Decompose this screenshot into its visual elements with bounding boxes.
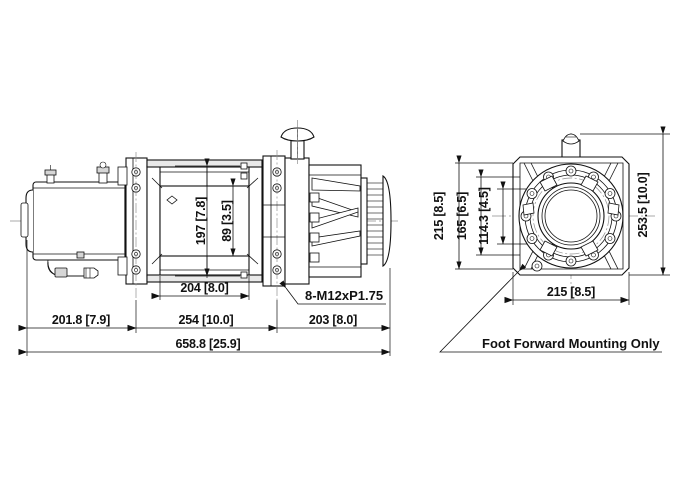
dim-flange-diameter: 197 [7.8] (194, 197, 208, 245)
dim-overall-height: 253.5 [10.0] (636, 172, 650, 237)
spline-teeth (367, 182, 383, 256)
dim-motor-length: 201.8 [7.9] (52, 313, 110, 327)
gearbox-fins (309, 177, 361, 263)
right-mounting-plate (262, 150, 286, 300)
dim-mount-height: 215 [8.5] (432, 192, 446, 240)
dim-overall-length: 658.8 [25.9] (175, 337, 240, 351)
drum-end-cap (360, 175, 392, 267)
dim-bolt-circle: 114.3 [4.5] (477, 187, 491, 245)
dim-bolt-span-vertical: 165 [6.5] (455, 192, 469, 240)
gearbox-housing (280, 120, 362, 285)
left-mounting-plate (117, 152, 148, 300)
flange-circles (518, 163, 624, 269)
dim-mount-width: 215 [8.5] (547, 285, 595, 299)
thread-callout-leader (279, 280, 386, 305)
flange-web-cutouts (522, 175, 620, 257)
dim-drum-diameter: 89 [3.5] (220, 200, 234, 242)
end-view-group (492, 133, 655, 300)
thread-callout-label: 8-M12xP1.75 (305, 288, 383, 303)
end-view-dimensions: 215 [8.5] 165 [6.5] 114.3 [4.5] 253.5 [1… (432, 126, 670, 353)
mounting-note-label: Foot Forward Mounting Only (482, 336, 660, 351)
dim-drum-width: 254 [10.0] (179, 313, 234, 327)
right-plate-bolts (272, 167, 282, 275)
mounting-note-leader (439, 263, 662, 353)
dim-gearbox-length: 203 [8.0] (309, 313, 357, 327)
motor-terminal-posts (44, 161, 110, 184)
motor-body (20, 181, 136, 261)
side-view-dimensions: 197 [7.8] 89 [3.5] 204 [8.0] 201.8 [7.9]… (18, 158, 391, 356)
foot-locating-hole (531, 260, 543, 272)
dim-drum-barrel-width: 204 [8.0] (180, 281, 228, 295)
motor-cable (47, 251, 99, 279)
